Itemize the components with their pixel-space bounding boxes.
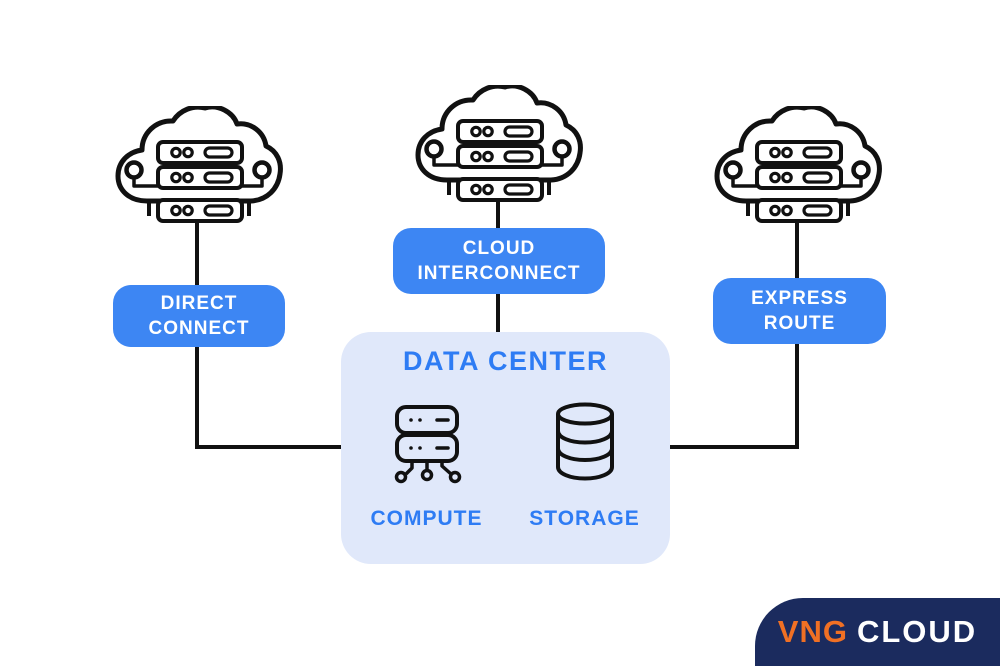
data-center-title: DATA CENTER	[403, 346, 608, 376]
data-center-items: COMPUTE STORAGE	[341, 397, 670, 531]
connector-line-cloud-to-interconnect	[496, 198, 500, 228]
storage-item: STORAGE	[517, 397, 652, 531]
cloud-interconnect-line1: CLOUD	[462, 238, 536, 259]
vng-cloud-logo: VNG CLOUD	[755, 598, 1000, 666]
storage-label: STORAGE	[529, 507, 640, 530]
connector-line-interconnect-to-datacenter	[496, 294, 500, 332]
data-center-panel: DATA CENTER COMPUTE STORAGE	[341, 332, 670, 564]
cloud-servers-icon	[113, 106, 283, 231]
direct-connect-line1: DIRECT	[160, 293, 238, 314]
database-icon	[547, 401, 623, 485]
compute-item: COMPUTE	[359, 397, 494, 531]
server-icon	[381, 397, 473, 489]
direct-connect-label: DIRECT CONNECT	[113, 285, 285, 347]
connector-elbow-express-route-vertical	[795, 344, 799, 449]
cloud-interconnect-label: CLOUD INTERCONNECT	[393, 228, 605, 294]
connector-elbow-direct-connect-vertical	[195, 347, 199, 449]
logo-product-text: CLOUD	[856, 614, 978, 649]
cloud-interconnect-line2: INTERCONNECT	[417, 263, 581, 284]
express-route-label: EXPRESS ROUTE	[713, 278, 886, 344]
compute-label: COMPUTE	[370, 507, 483, 530]
cloud-servers-icon	[413, 85, 583, 210]
logo-brand-text: VNG	[777, 614, 848, 649]
connector-line-cloud-to-direct-connect	[195, 219, 199, 285]
express-route-line2: ROUTE	[763, 313, 836, 334]
express-route-line1: EXPRESS	[751, 288, 848, 309]
connector-line-cloud-to-express-route	[795, 219, 799, 278]
direct-connect-line2: CONNECT	[148, 318, 250, 339]
cloud-servers-icon	[712, 106, 882, 231]
connector-elbow-direct-connect-horizontal	[195, 445, 342, 449]
connector-elbow-express-route-horizontal	[669, 445, 799, 449]
